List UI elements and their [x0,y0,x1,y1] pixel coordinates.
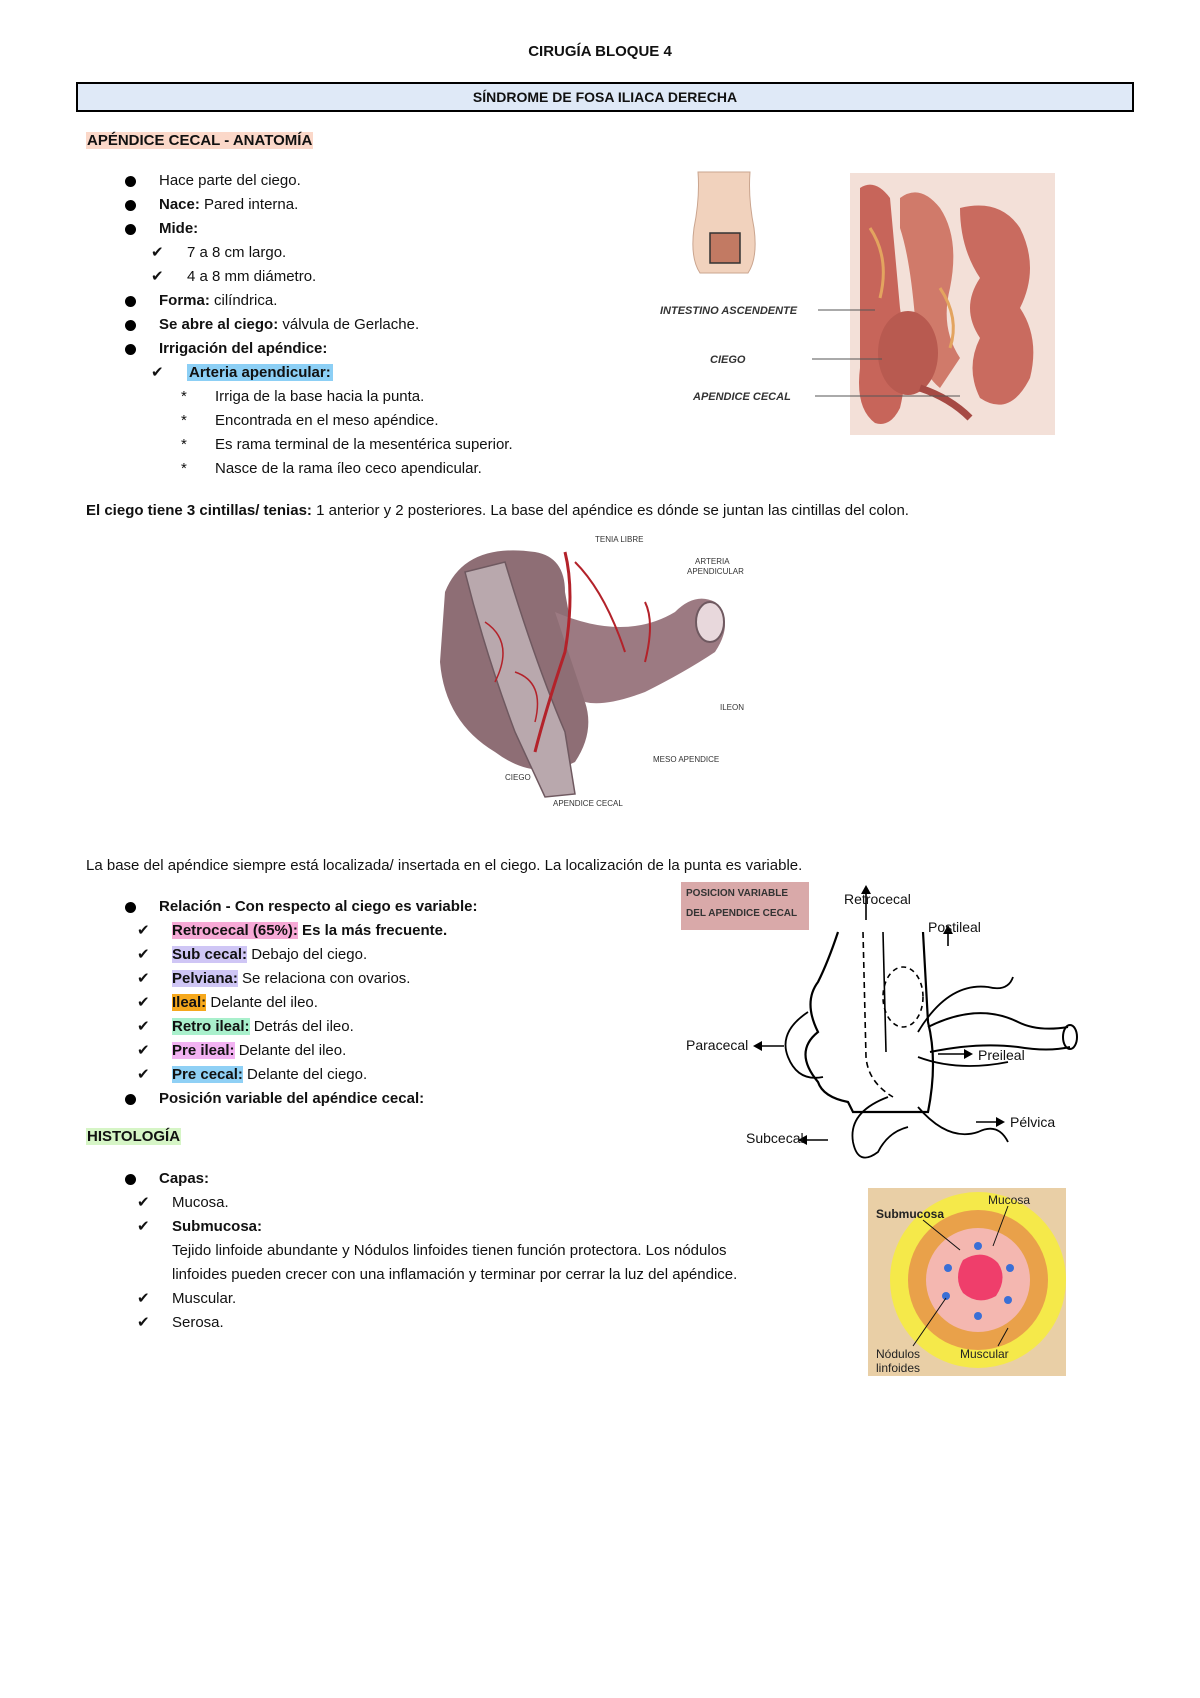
check-icon: ✔ [151,268,164,285]
fig2-label-tenia: TENIA LIBRE [595,535,643,544]
histology-heading: HISTOLOGÍA [86,1128,182,1145]
bullet-icon [125,224,136,235]
relation-item-retrocecal: Retrocecal (65%): Es la más frecuente. [172,922,448,939]
fig2-label-apendice: APENDICE CECAL [553,799,623,808]
fig3-label-preileal: Preileal [978,1047,1025,1063]
anatomy-item-1: Hace parte del ciego. [159,172,301,189]
anatomy-item-2: Nace: Pared interna. [159,196,299,213]
check-icon: ✔ [137,994,150,1011]
asterisk-icon: * [181,388,187,405]
bullet-icon [125,344,136,355]
histology-heading-text: HISTOLOGÍA [86,1128,182,1145]
check-icon: ✔ [137,1314,150,1331]
relation-position-label: Posición variable del apéndice cecal: [159,1090,425,1107]
appendix-cross-section-figure: Submucosa Mucosa Nódulos linfoides Muscu… [868,1188,1066,1376]
fig1-label-apendice: APENDICE CECAL [692,391,791,403]
anatomy-item-4: Forma: cilíndrica. [159,292,278,309]
anatomy-subitem-1: Irriga de la base hacia la punta. [215,388,425,405]
fig2-label-ciego: CIEGO [505,773,531,782]
bullet-icon [125,902,136,913]
fig2-label-arteria: ARTERIA [695,557,730,566]
check-icon: ✔ [137,1218,150,1235]
histology-submucosa-text-1: Tejido linfoide abundante y Nódulos linf… [172,1242,727,1259]
check-icon: ✔ [137,1042,150,1059]
fig1-label-ascending: INTESTINO ASCENDENTE [660,305,798,317]
fig4-label-muscular: Muscular [960,1347,1009,1361]
histology-muscular: Muscular. [172,1290,237,1307]
check-icon: ✔ [137,1290,150,1307]
relation-item-ileal: Ileal: Delante del ileo. [172,994,318,1011]
relation-item-prececal: Pre cecal: Delante del ciego. [172,1066,368,1083]
asterisk-icon: * [181,412,187,429]
fig3-label-subcecal: Subcecal [746,1130,804,1146]
bullet-icon [125,200,136,211]
relation-item-preileal: Pre ileal: Delante del ileo. [172,1042,347,1059]
base-paragraph: La base del apéndice siempre está locali… [86,857,803,874]
fig4-label-submucosa: Submucosa [876,1207,944,1221]
intestine-anatomy-figure: INTESTINO ASCENDENTE CIEGO APENDICE CECA… [660,171,1055,435]
histology-submucosa: Submucosa: [172,1218,263,1235]
fig4-label-nodulos: Nódulos [876,1347,920,1361]
cecum-artery-figure: TENIA LIBRE ARTERIA APENDICULAR ILEON ME… [425,532,765,810]
fig1-label-ciego: CIEGO [710,354,746,366]
cintillas-paragraph: El ciego tiene 3 cintillas/ tenias: 1 an… [86,502,909,519]
anatomy-subitem-3: Es rama terminal de la mesentérica super… [215,436,513,453]
anatomy-item-6a: Arteria apendicular: [187,364,333,381]
fig3-label-pelvica: Pélvica [1010,1114,1055,1130]
check-icon: ✔ [137,922,150,939]
fig2-label-meso: MESO APENDICE [653,755,719,764]
section-title-box: SÍNDROME DE FOSA ILIACA DERECHA [76,82,1134,112]
check-icon: ✔ [151,364,164,381]
anatomy-item-6: Irrigación del apéndice: [159,340,328,357]
fig3-caption-line1: POSICION VARIABLE [686,888,788,899]
appendix-position-diagram: POSICION VARIABLE DEL APENDICE CECAL Ret… [681,882,1078,1159]
fig2-label-ileon: ILEON [720,703,744,712]
anatomy-heading-text: APÉNDICE CECAL - ANATOMÍA [86,132,314,149]
fig4-label-mucosa: Mucosa [988,1193,1030,1207]
bullet-icon [125,296,136,307]
fig3-label-retrocecal: Retrocecal [844,891,911,907]
fig4-label-linfoides: linfoides [876,1361,920,1375]
check-icon: ✔ [137,1066,150,1083]
histology-submucosa-text-2: linfoides pueden crecer con una inflamac… [172,1266,738,1283]
anatomy-heading: APÉNDICE CECAL - ANATOMÍA [86,132,314,149]
check-icon: ✔ [151,244,164,261]
bullet-icon [125,176,136,187]
anatomy-subitem-4: Nasce de la rama íleo ceco apendicular. [215,460,482,477]
relation-item-pelviana: Pelviana: Se relaciona con ovarios. [172,970,411,987]
anatomy-item-3b: 4 a 8 mm diámetro. [187,268,317,285]
relation-item-retroileal: Retro ileal: Detrás del ileo. [172,1018,354,1035]
histology-capas: Capas: [159,1170,210,1187]
fig3-label-postileal: Postileal [928,919,981,935]
check-icon: ✔ [137,1018,150,1035]
check-icon: ✔ [137,946,150,963]
bullet-icon [125,1174,136,1185]
anatomy-item-3: Mide: [159,220,199,237]
asterisk-icon: * [181,460,187,477]
fig2-label-apendicular: APENDICULAR [687,567,744,576]
bullet-icon [125,1094,136,1105]
document-title: CIRUGÍA BLOQUE 4 [528,43,672,60]
fig3-label-paracecal: Paracecal [686,1037,748,1053]
relation-heading: Relación - Con respecto al ciego es vari… [159,898,478,915]
check-icon: ✔ [137,1194,150,1211]
check-icon: ✔ [137,970,150,987]
histology-serosa: Serosa. [172,1314,224,1331]
asterisk-icon: * [181,436,187,453]
anatomy-item-3a: 7 a 8 cm largo. [187,244,287,261]
bullet-icon [125,320,136,331]
anatomy-item-5: Se abre al ciego: válvula de Gerlache. [159,316,420,333]
anatomy-subitem-2: Encontrada en el meso apéndice. [215,412,439,429]
relation-item-subcecal: Sub cecal: Debajo del ciego. [172,946,368,963]
fig3-caption-line2: DEL APENDICE CECAL [686,908,797,919]
histology-mucosa: Mucosa. [172,1194,229,1211]
